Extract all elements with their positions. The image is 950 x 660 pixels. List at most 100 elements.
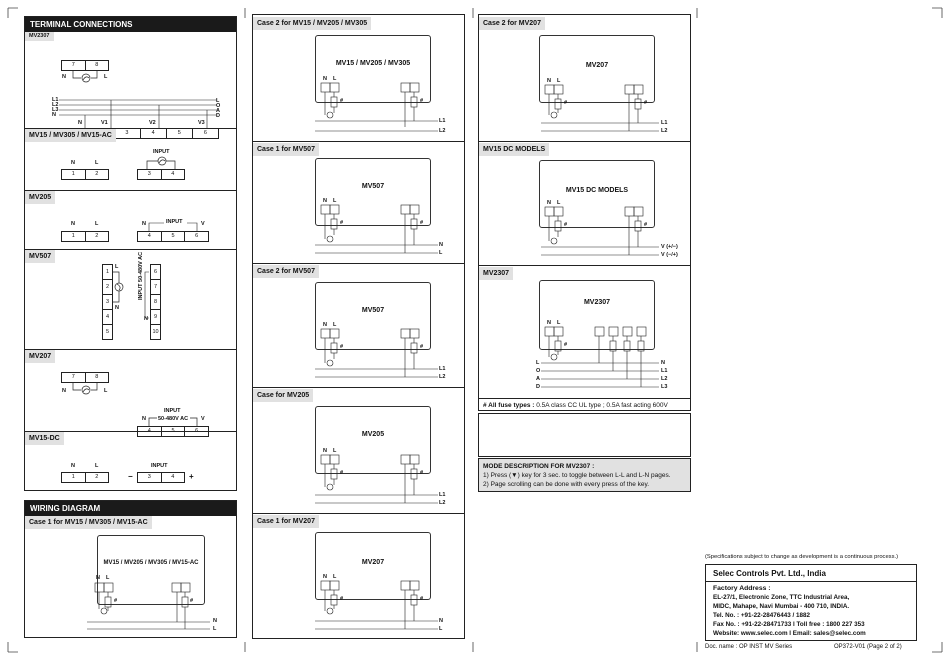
case2-mv507-block: Case 2 for MV507 MV507 xyxy=(253,263,464,388)
mv205-n2-label: N xyxy=(142,221,146,227)
terminal-7: 7 xyxy=(62,373,86,382)
meter-title: MV507 xyxy=(361,183,385,190)
terminal-8: 8 xyxy=(151,295,160,310)
load-label: LOAD xyxy=(216,98,221,119)
doc-name: Doc. name : OP INST MV Series xyxy=(705,644,793,650)
meter-mv15-case2: MV15 / MV205 / MV305 xyxy=(315,35,431,103)
mv15dc-terminal-left: 1 2 xyxy=(61,472,109,483)
terminal-4: 4 xyxy=(141,129,167,138)
terminal-9: 9 xyxy=(151,310,160,325)
terminal-1: 1 xyxy=(103,265,112,280)
case-mv205-block: Case for MV205 MV205 xyxy=(253,387,464,514)
mv207-l-label: L xyxy=(104,388,108,394)
c1mv507-fuse2: # xyxy=(420,220,424,226)
terminal-8: 8 xyxy=(95,374,99,380)
mv2307-label: MV2307 xyxy=(25,32,54,41)
mv2307-v1-label: V1 xyxy=(101,120,108,126)
mv15-l-label: L xyxy=(95,160,99,166)
cmv205-fuse2: # xyxy=(420,470,424,476)
c1mv207-nline: N xyxy=(439,618,443,624)
mv15dc-l-label: L xyxy=(95,463,99,469)
terminal-10: 10 xyxy=(152,329,159,335)
website-email: Website: www.selec.com l Email: sales@se… xyxy=(713,630,866,637)
mv2307-aux-wiring xyxy=(72,71,98,83)
line-n-label: N xyxy=(52,112,56,118)
terminal-7: 7 xyxy=(62,61,86,70)
c1mv507-nline: N xyxy=(439,242,443,248)
mv15dc-vminus: V (−/+) xyxy=(661,252,678,258)
meter-mv15dc: MV15 DC MODELS xyxy=(539,160,655,228)
c2mv207-l2: L2 xyxy=(661,128,668,134)
line-l1-label: L1 xyxy=(52,97,59,103)
wiring-diagram-title: WIRING DIAGRAM xyxy=(25,501,236,516)
mv207-terminal-aux: 7 8 xyxy=(61,372,109,383)
case2-mv15-title: Case 2 for MV15 / MV205 / MV305 xyxy=(253,17,372,30)
mv2307-v2-label: V2 xyxy=(149,120,156,126)
cmv205-l1: L1 xyxy=(439,492,446,498)
case1-fuse2: # xyxy=(190,598,194,604)
terminal-block-aux: 7 8 xyxy=(61,60,109,71)
mv507-input-bracket xyxy=(144,271,149,319)
mv2307-n-label: N xyxy=(78,120,82,126)
c2mv507-n: N xyxy=(323,322,327,328)
mv207-label: MV207 xyxy=(25,350,56,363)
c1mv507-n: N xyxy=(323,198,327,204)
mv205-terminal-left: 1 2 xyxy=(61,231,109,242)
terminal-2: 2 xyxy=(103,280,112,295)
c1mv507-fuse: # xyxy=(340,220,344,226)
wiring-diagram-panel: WIRING DIAGRAM Case 1 for MV15 / MV305 /… xyxy=(24,500,237,638)
mv15dc-fuse: # xyxy=(564,222,568,228)
meter-mv207-case1: MV207 xyxy=(315,532,431,600)
mv2307-block: MV2307 MV2307 xyxy=(479,265,690,398)
address-line-2: MIDC, Mahape, Navi Mumbai - 400 710, IND… xyxy=(713,603,850,610)
meter-mv15-case1: MV15 / MV205 / MV305 / MV15-AC xyxy=(97,535,205,605)
terminal-6: 6 xyxy=(195,233,199,239)
c2mv207-fuse2: # xyxy=(644,100,648,106)
terminal-8: 8 xyxy=(95,62,99,68)
company-name: Selec Controls Pvt. Ltd., India xyxy=(713,569,826,578)
terminal-4: 4 xyxy=(103,310,112,325)
c1mv207-fuse2: # xyxy=(420,596,424,602)
mv15-section: MV15 / MV305 / MV15-AC INPUT N L 1 2 3 4 xyxy=(25,128,236,191)
case2-mv507-title: Case 2 for MV507 xyxy=(253,265,319,278)
case1-l-line: L xyxy=(213,626,217,632)
terminal-connections-title: TERMINAL CONNECTIONS xyxy=(25,17,236,32)
terminal-7: 7 xyxy=(151,280,160,295)
terminal-4: 4 xyxy=(171,474,175,480)
case1-mv507-title: Case 1 for MV507 xyxy=(253,143,319,156)
mv205-input-wiring xyxy=(148,222,198,231)
c2mv207-l1: L1 xyxy=(661,120,668,126)
cmv205-n: N xyxy=(323,448,327,454)
mv15-label: MV15 / MV305 / MV15-AC xyxy=(25,129,116,142)
line-l3-label: L3 xyxy=(52,107,59,113)
mv15dc-vplus: V (+/−) xyxy=(661,244,678,250)
mv15dc-section: MV15-DC N L INPUT 1 2 − 3 4 + xyxy=(25,431,236,492)
mode-description-box: MODE DESCRIPTION FOR MV2307 : 1) Press (… xyxy=(478,458,691,492)
meter-mv2307: MV2307 xyxy=(539,280,655,350)
mv15-input-label: INPUT xyxy=(153,149,170,155)
mv205-label: MV205 xyxy=(25,191,56,204)
terminal-3: 3 xyxy=(138,473,162,482)
terminal-3: 3 xyxy=(138,170,162,179)
disclaimer: (Specifications subject to change as dev… xyxy=(705,554,899,560)
mv15dc-title: MV15 DC MODELS xyxy=(479,143,550,156)
case1-mv207-block: Case 1 for MV207 MV207 xyxy=(253,513,464,640)
c2mv507-fuse: # xyxy=(340,344,344,350)
mv205-n-label: N xyxy=(71,221,75,227)
fuse-note-label: # All fuse types : xyxy=(483,402,535,409)
mv507-terminal-left: 1 2 3 4 5 xyxy=(102,264,113,340)
mv2307-load-o: O xyxy=(536,368,541,374)
cmv205-l2: L2 xyxy=(439,500,446,506)
mv2307-wl: L xyxy=(557,320,561,326)
c1mv207-lline: L xyxy=(439,626,443,632)
c2mv15-l1: L1 xyxy=(439,118,446,124)
middle-column-wiring xyxy=(315,82,438,630)
line-l2-label: L2 xyxy=(52,102,59,108)
mode-step-1: 1) Press (▼) key for 3 sec. to toggle be… xyxy=(483,472,671,479)
mv15-terminal-right: 3 4 xyxy=(137,169,185,180)
c1mv207-l: L xyxy=(333,574,337,580)
case1-mv507-block: Case 1 for MV507 MV507 xyxy=(253,141,464,264)
mv507-n-label: N xyxy=(115,305,119,311)
meter-mv507-case1: MV507 xyxy=(315,158,431,226)
